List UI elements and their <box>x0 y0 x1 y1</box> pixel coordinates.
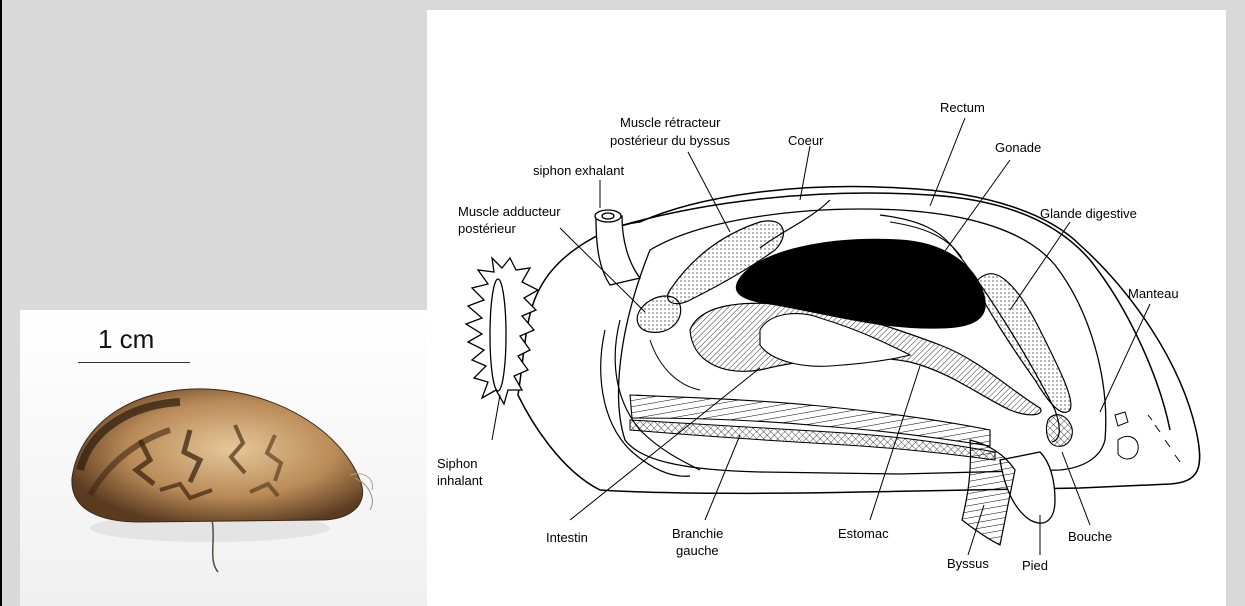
diagram-panel: siphon exhalant Muscle adducteur postéri… <box>427 10 1226 606</box>
label-byssus: Byssus <box>947 556 989 571</box>
label-muscle-adducteur-2: postérieur <box>458 221 516 236</box>
label-muscle-retracteur-2: postérieur du byssus <box>610 133 730 148</box>
bouche <box>1046 415 1072 447</box>
scale-bar <box>78 362 190 363</box>
label-siphon-exhalant: siphon exhalant <box>533 163 624 178</box>
label-intestin: Intestin <box>546 530 588 545</box>
label-muscle-retracteur-1: Muscle rétracteur <box>620 115 721 130</box>
label-siphon-inhalant-1: Siphon <box>437 456 477 471</box>
label-siphon-inhalant-2: inhalant <box>437 473 483 488</box>
label-glande-digestive: Glande digestive <box>1040 206 1137 221</box>
siphon-inhalant <box>466 258 538 404</box>
label-branchie-1: Branchie <box>672 526 723 541</box>
label-rectum: Rectum <box>940 100 985 115</box>
label-coeur: Coeur <box>788 133 824 148</box>
label-gonade: Gonade <box>995 140 1041 155</box>
label-pied: Pied <box>1022 558 1048 573</box>
label-muscle-adducteur-1: Muscle adducteur <box>458 204 561 219</box>
byssus <box>962 440 1015 545</box>
mussel-anatomy-diagram: siphon exhalant Muscle adducteur postéri… <box>427 10 1226 606</box>
label-manteau: Manteau <box>1128 286 1179 301</box>
zebra-mussel-photo <box>20 310 427 606</box>
photo-panel: 1 cm <box>20 310 427 606</box>
label-estomac: Estomac <box>838 526 889 541</box>
siphon-exhalant <box>595 210 640 285</box>
scale-label: 1 cm <box>98 324 154 355</box>
left-border <box>0 0 2 606</box>
label-branchie-2: gauche <box>676 543 719 558</box>
label-bouche: Bouche <box>1068 529 1112 544</box>
